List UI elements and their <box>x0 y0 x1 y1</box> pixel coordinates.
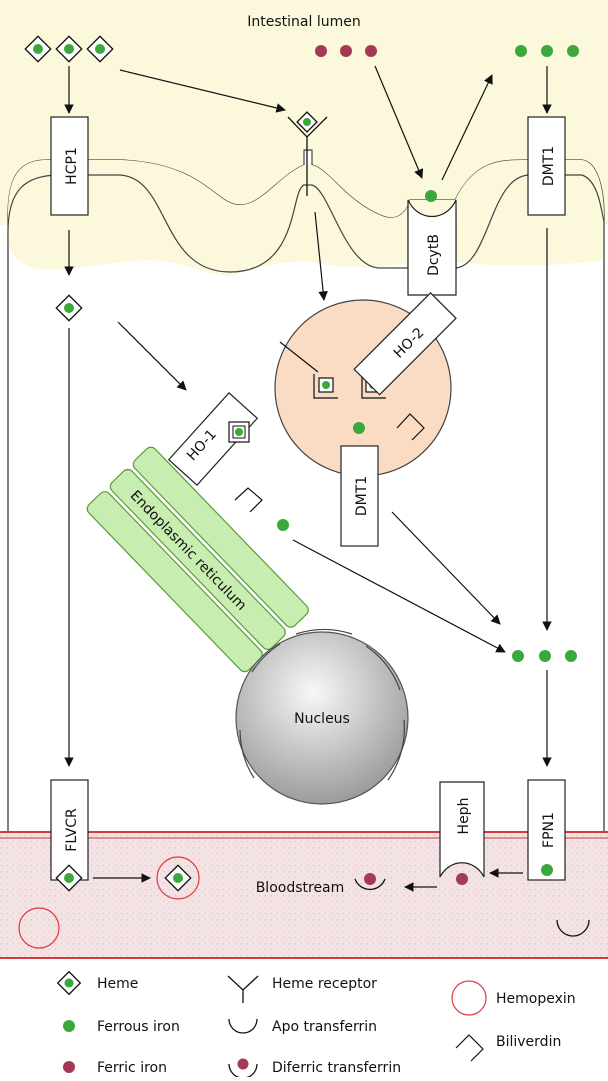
legend-ferric-label: Ferric iron <box>97 1060 167 1076</box>
legend-heme: Heme <box>58 972 139 995</box>
ferric-iron-icon <box>456 873 468 885</box>
heme-receptor-icon <box>228 976 258 1003</box>
ferrous-iron-icon <box>541 45 553 57</box>
legend-biliverdin-label: Biliverdin <box>496 1034 561 1050</box>
ferrous-iron-icon <box>515 45 527 57</box>
apo-transferrin-icon <box>229 1019 257 1033</box>
legend-ferric: Ferric iron <box>63 1060 167 1076</box>
ferric-iron-icon <box>365 45 377 57</box>
legend-ferrous: Ferrous iron <box>63 1019 180 1035</box>
ferrous-iron-icon <box>567 45 579 57</box>
ferric-iron-icon <box>315 45 327 57</box>
heph-label: Heph <box>456 798 472 835</box>
cytosolic-iron-pool <box>512 650 577 662</box>
legend-ferrous-label: Ferrous iron <box>97 1019 180 1035</box>
legend-receptor-label: Heme receptor <box>272 976 377 992</box>
legend: Heme Ferrous iron Ferric iron Heme recep… <box>58 972 576 1077</box>
legend-apo-transferrin: Apo transferrin <box>229 1019 377 1035</box>
ferric-iron-icon <box>340 45 352 57</box>
ferrous-iron-icon <box>277 519 289 531</box>
hcp1-label: HCP1 <box>64 147 80 185</box>
ferrous-iron-icon <box>539 650 551 662</box>
legend-hemopexin: Hemopexin <box>452 981 576 1015</box>
legend-heme-label: Heme <box>97 976 138 992</box>
ferrous-iron-icon <box>565 650 577 662</box>
legend-hemopexin-label: Hemopexin <box>496 991 576 1007</box>
legend-apo-label: Apo transferrin <box>272 1019 377 1035</box>
fpn1-label: FPN1 <box>541 812 557 848</box>
ho1-heme-icon <box>229 422 249 442</box>
hemopexin-icon <box>452 981 486 1015</box>
lumen-heme-group <box>25 36 112 61</box>
diferric-transferrin-icon <box>238 1059 249 1070</box>
hcp1-transporter: HCP1 <box>51 117 88 215</box>
legend-diferric-transferrin: Diferric transferrin <box>229 1059 401 1078</box>
ferrous-iron-icon <box>512 650 524 662</box>
legend-heme-receptor: Heme receptor <box>228 976 377 1003</box>
lumen-label: Intestinal lumen <box>247 14 360 30</box>
dcytb-label: DcytB <box>426 234 442 276</box>
lumen-ferrous-group <box>515 45 579 57</box>
ferrous-iron-icon <box>541 864 553 876</box>
dmt1-endosomal-transporter: DMT1 <box>341 446 378 546</box>
legend-diferric-label: Diferric transferrin <box>272 1060 401 1076</box>
lumen-ferric-group <box>315 45 377 57</box>
dmt1-top-label: DMT1 <box>541 146 557 186</box>
dmt1-apical-transporter: DMT1 <box>528 117 565 215</box>
legend-biliverdin: Biliverdin <box>456 1034 561 1061</box>
ferric-iron-icon <box>63 1061 75 1073</box>
flvcr-label: FLVCR <box>64 808 80 852</box>
biliverdin-icon <box>456 1035 483 1061</box>
nucleus-label: Nucleus <box>294 711 350 727</box>
ferrous-iron-icon <box>353 422 365 434</box>
dmt1-mid-label: DMT1 <box>354 476 370 516</box>
bloodstream-label: Bloodstream <box>256 880 345 896</box>
ferrous-iron-icon <box>63 1020 75 1032</box>
ferrous-iron-icon <box>425 190 437 202</box>
